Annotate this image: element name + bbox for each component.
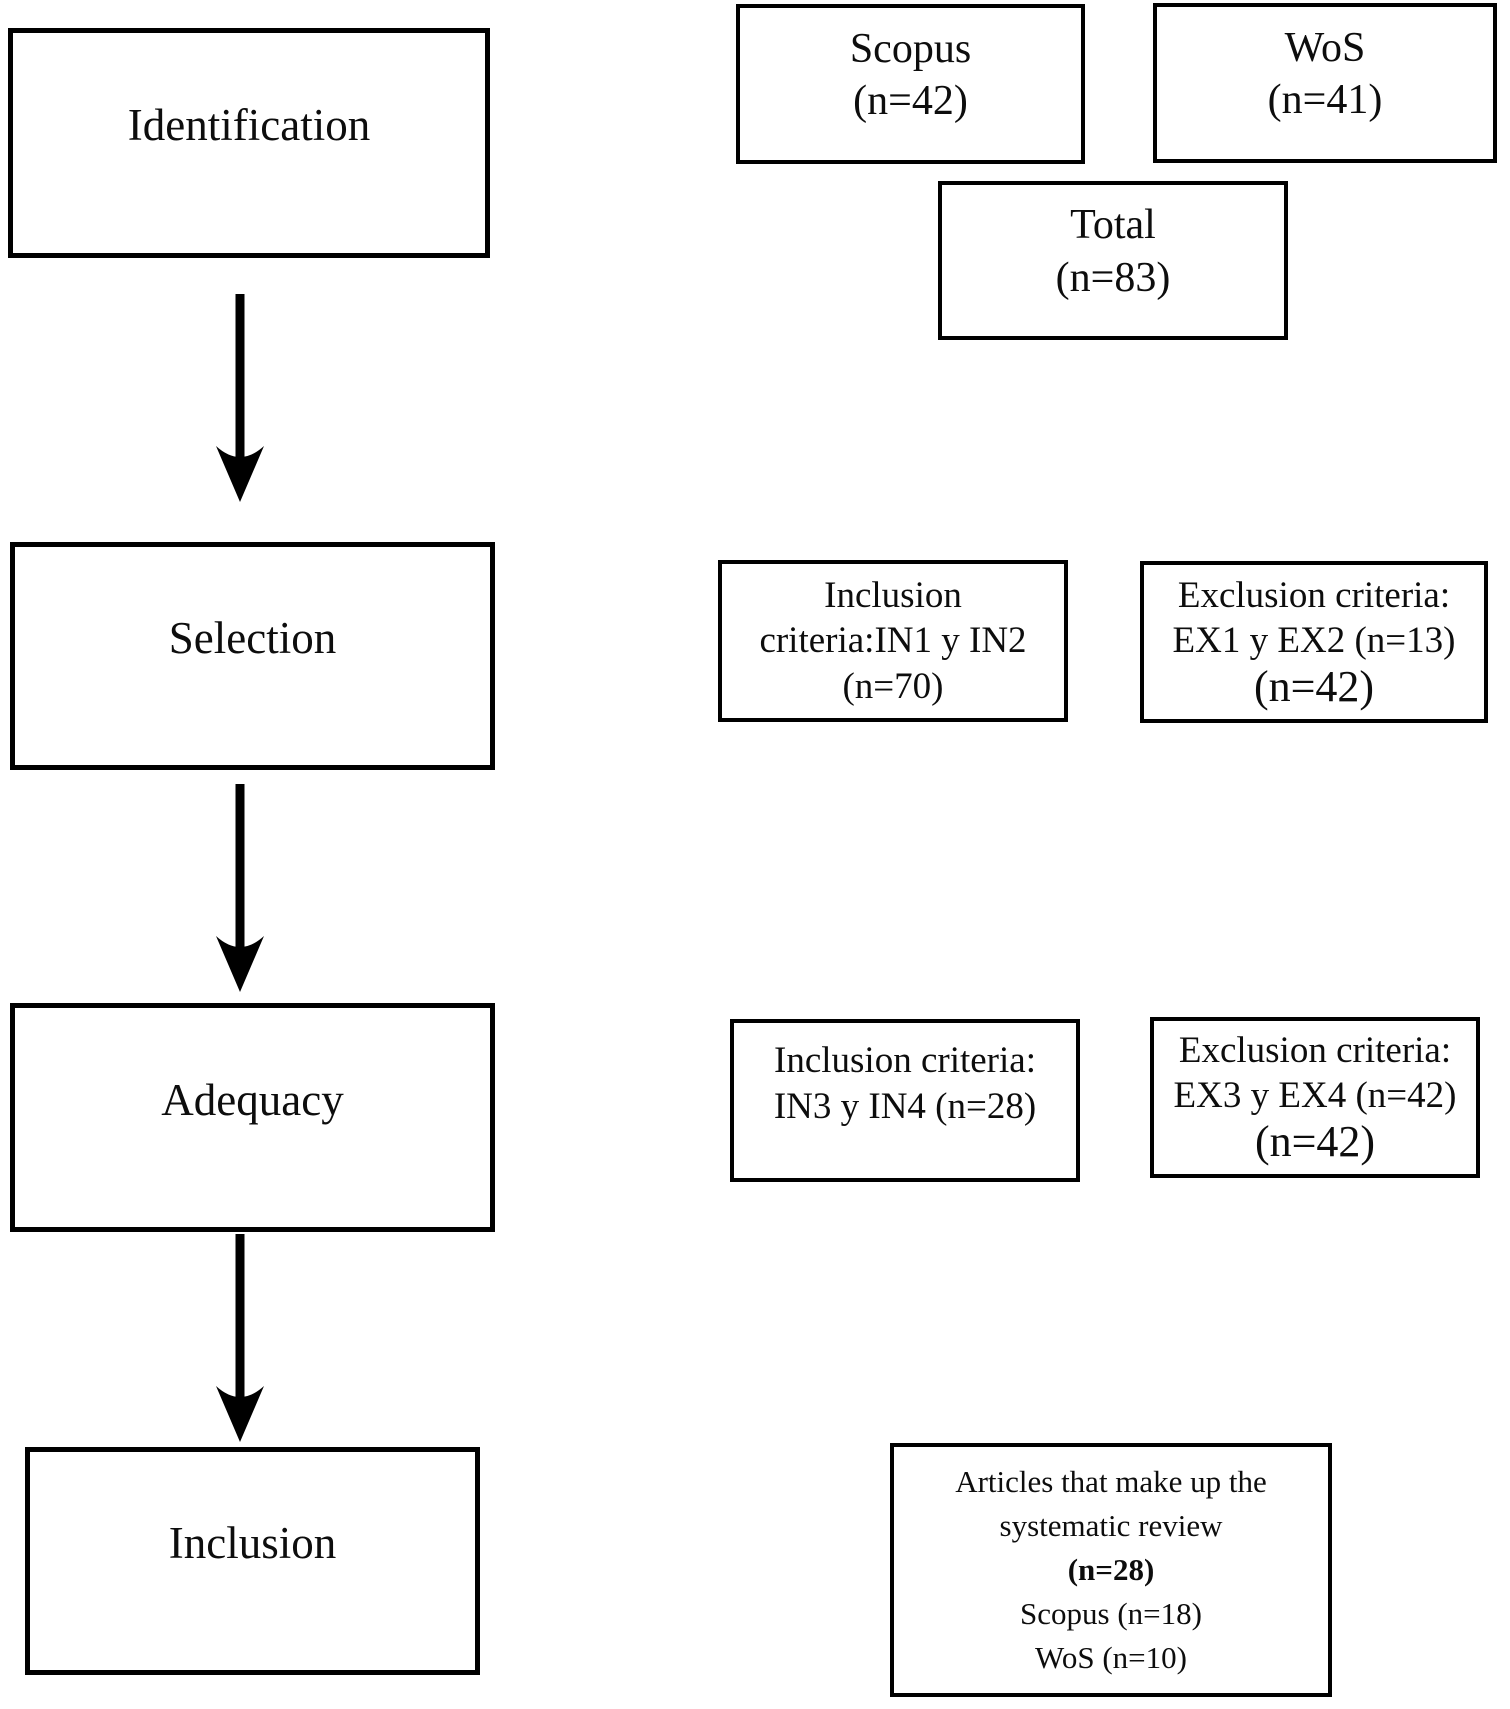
database-box-wos: WoS (n=41) <box>1153 3 1497 163</box>
total-name: Total <box>1070 202 1156 248</box>
scopus-name: Scopus <box>849 25 972 72</box>
wos-name: WoS <box>1284 24 1366 71</box>
stage-box-adequacy: Adequacy <box>10 1003 495 1232</box>
selection-inclusion-criteria-box: Inclusion criteria:IN1 y IN2 (n=70) <box>718 560 1068 722</box>
criteria-count: (n=70) <box>842 665 944 707</box>
criteria-count: (n=42) <box>1253 661 1375 711</box>
stage-box-selection: Selection <box>10 542 495 770</box>
criteria-count: (n=42) <box>1254 1117 1376 1167</box>
wos-count: (n=41) <box>1267 77 1383 123</box>
adequacy-exclusion-criteria-box: Exclusion criteria: EX3 y EX4 (n=42) (n=… <box>1150 1017 1480 1178</box>
stage-label-identification: Identification <box>127 100 371 150</box>
total-count: (n=83) <box>1055 254 1171 301</box>
stage-box-identification: Identification <box>8 28 490 258</box>
final-line: Articles that make up the <box>955 1463 1267 1499</box>
criteria-line: EX1 y EX2 (n=13) <box>1172 619 1456 661</box>
final-articles-box: Articles that make up the systematic rev… <box>890 1443 1332 1697</box>
down-arrow-adequacy-to-inclusion <box>216 1234 264 1442</box>
stage-label-inclusion: Inclusion <box>168 1518 337 1568</box>
criteria-line: EX3 y EX4 (n=42) <box>1173 1075 1457 1117</box>
stage-box-inclusion: Inclusion <box>25 1447 480 1675</box>
criteria-line: Inclusion <box>824 575 962 617</box>
scopus-count: (n=42) <box>853 78 968 124</box>
down-arrow-identification-to-selection <box>216 294 264 502</box>
stage-label-selection: Selection <box>168 613 337 663</box>
selection-exclusion-criteria-box: Exclusion criteria: EX1 y EX2 (n=13) (n=… <box>1140 561 1488 723</box>
adequacy-inclusion-criteria-box: Inclusion criteria: IN3 y IN4 (n=28) <box>730 1019 1080 1182</box>
criteria-line: Exclusion criteria: <box>1177 574 1451 616</box>
final-total-count: (n=28) <box>1067 1551 1155 1587</box>
criteria-line: criteria:IN1 y IN2 <box>759 620 1027 662</box>
final-wos-count: WoS (n=10) <box>1035 1640 1187 1676</box>
down-arrow-selection-to-adequacy <box>216 784 264 992</box>
criteria-line: Inclusion criteria: <box>774 1040 1036 1082</box>
final-line: systematic review <box>999 1507 1223 1543</box>
criteria-line: Exclusion criteria: <box>1178 1030 1452 1072</box>
criteria-line: IN3 y IN4 (n=28) <box>773 1085 1037 1127</box>
total-box: Total (n=83) <box>938 181 1288 340</box>
stage-label-adequacy: Adequacy <box>161 1074 344 1125</box>
database-box-scopus: Scopus (n=42) <box>736 4 1085 164</box>
final-scopus-count: Scopus (n=18) <box>1020 1596 1202 1631</box>
